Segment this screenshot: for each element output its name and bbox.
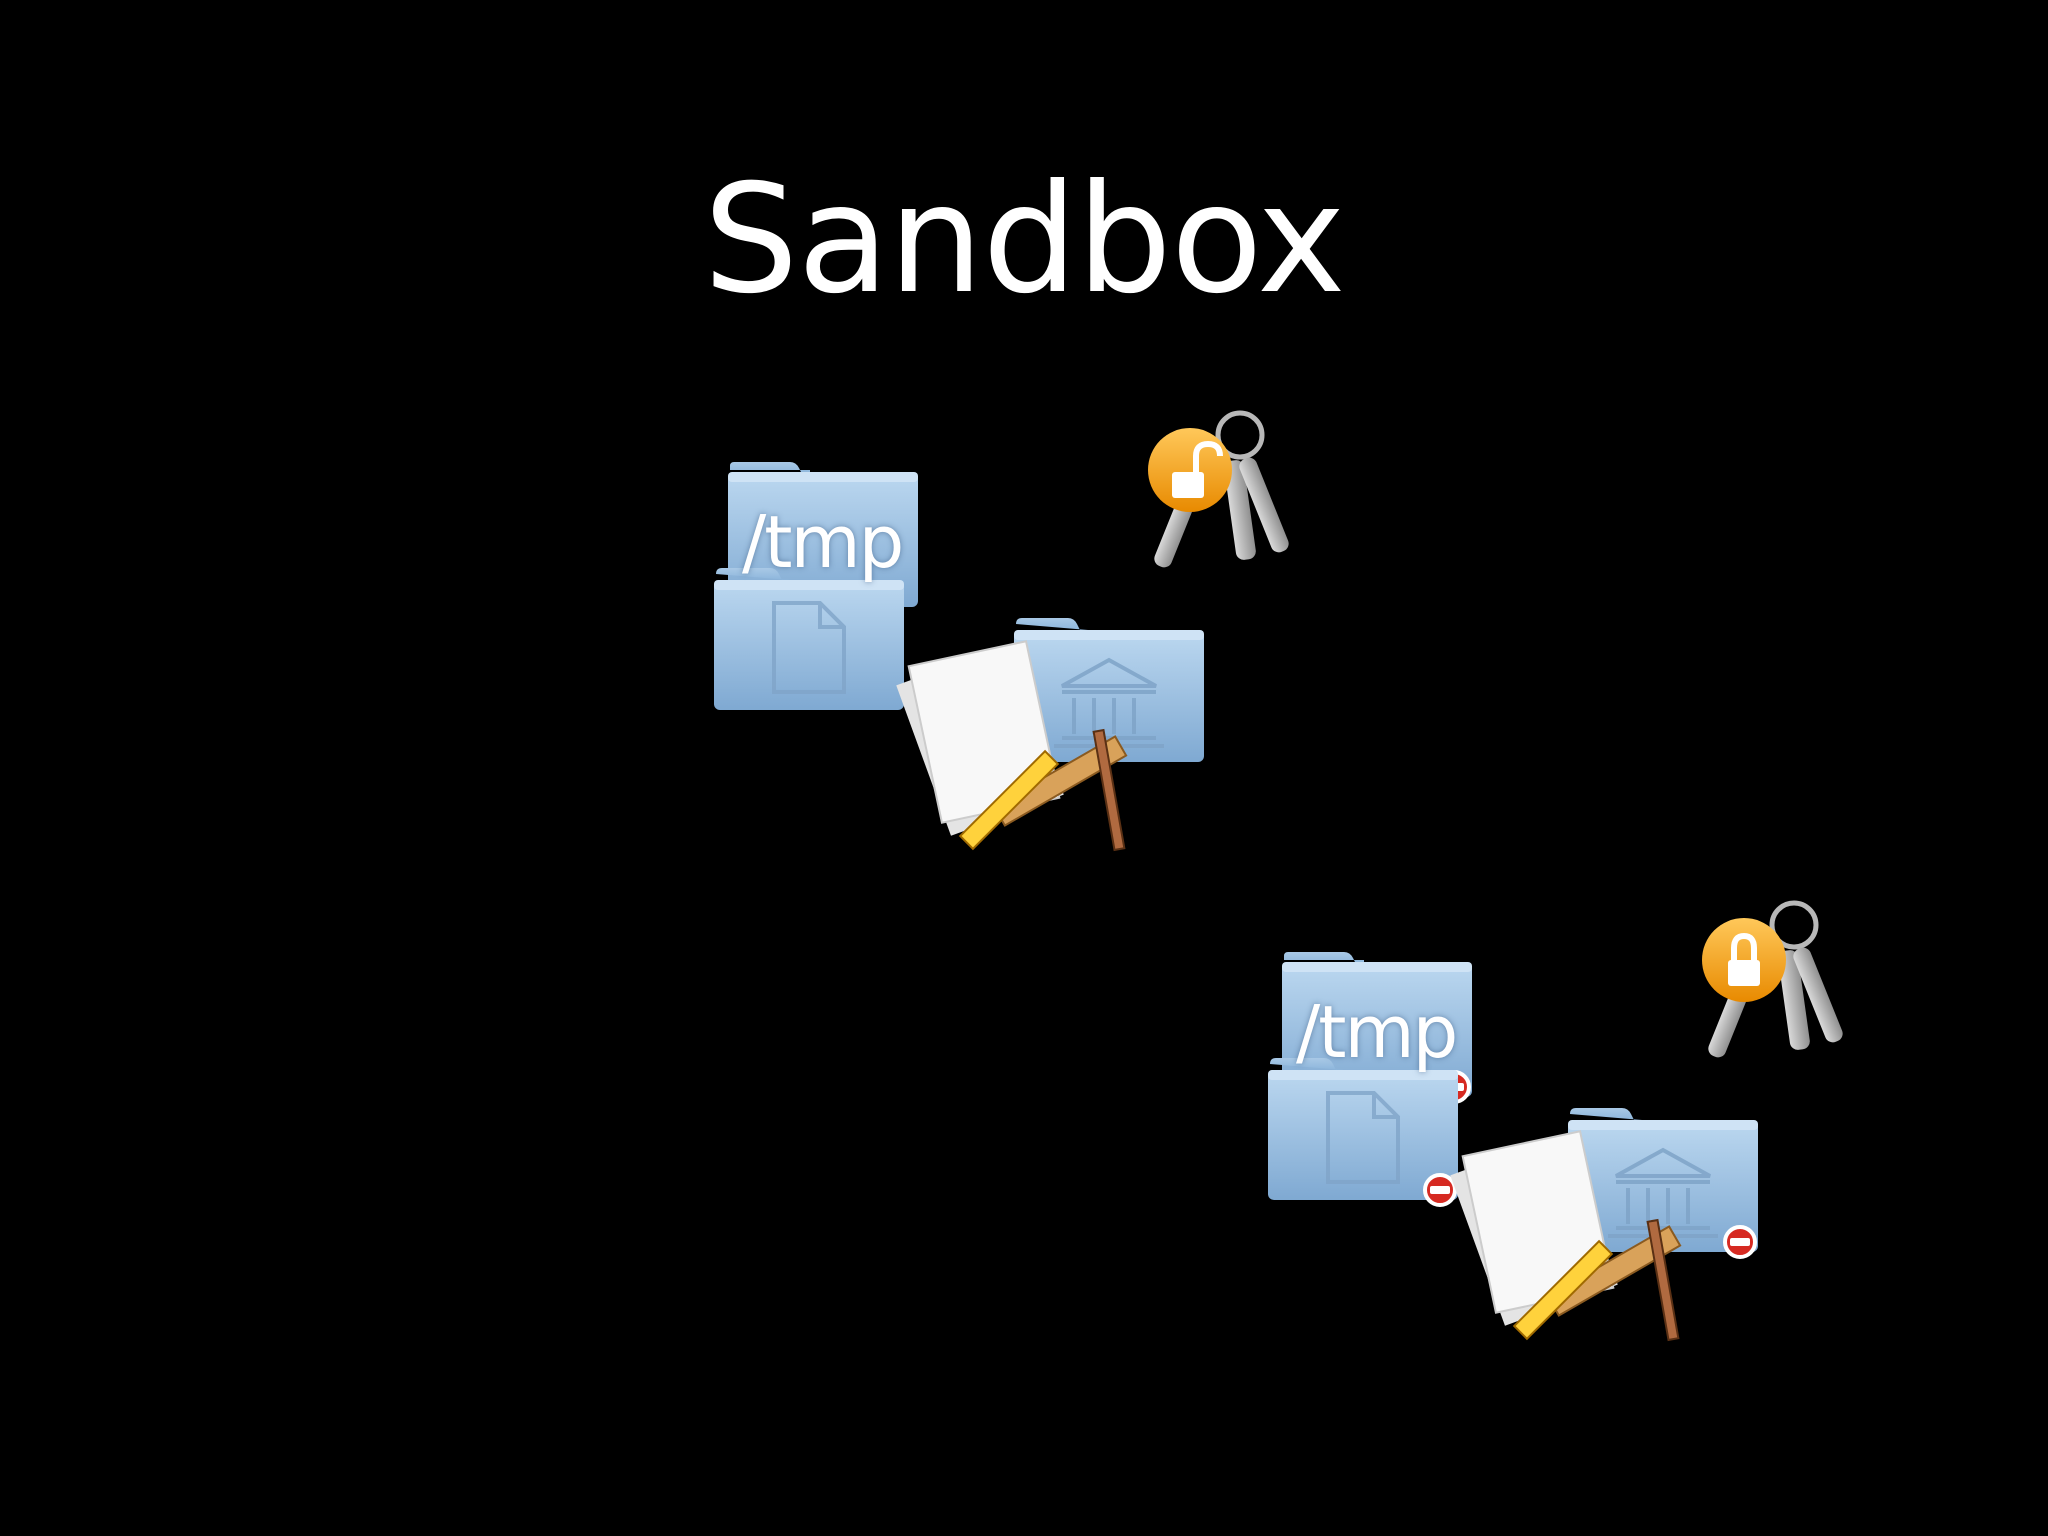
documents-folder-icon bbox=[714, 568, 904, 710]
keychain-icon bbox=[1148, 410, 1289, 568]
keychain-icon bbox=[1702, 900, 1843, 1058]
unrestricted-resources-cluster: /tmp bbox=[700, 400, 1300, 880]
library-folder-icon bbox=[1568, 1108, 1758, 1259]
text-edit-app-icon bbox=[896, 640, 1128, 852]
text-edit-app-icon bbox=[1450, 1130, 1682, 1342]
tmp-folder-label: /tmp bbox=[1296, 990, 1458, 1074]
cluster-graphics bbox=[1268, 900, 1843, 1342]
sandboxed-resources-cluster: /tmp bbox=[1254, 890, 1854, 1370]
locked-padlock-icon bbox=[1702, 918, 1786, 1002]
library-folder-icon bbox=[1014, 618, 1204, 762]
slide-title: Sandbox bbox=[703, 153, 1346, 327]
deny-badge-icon bbox=[1723, 1225, 1757, 1259]
deny-badge-icon bbox=[1423, 1173, 1457, 1207]
unlocked-padlock-icon bbox=[1148, 428, 1232, 512]
cluster-graphics bbox=[714, 410, 1289, 852]
tmp-folder-label: /tmp bbox=[742, 500, 904, 584]
documents-folder-icon bbox=[1268, 1058, 1458, 1207]
